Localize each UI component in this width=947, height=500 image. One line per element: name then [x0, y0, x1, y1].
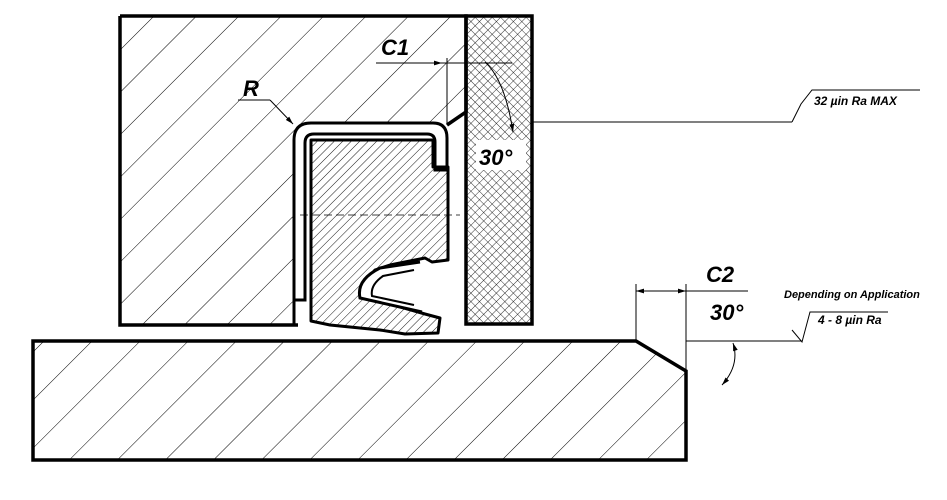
chamfer-c1-label: C1 — [381, 35, 409, 60]
surface-finish-bore-label: 32 µin Ra MAX — [814, 94, 898, 108]
chamfer-c2-label: C2 — [706, 262, 735, 287]
angle-30-label-2: 30° — [710, 300, 743, 325]
surface-finish-shaft-label: 4 - 8 µin Ra — [817, 313, 882, 327]
depending-on-application-note: Depending on Application — [784, 289, 920, 301]
seal — [292, 121, 460, 336]
dimension-lines — [238, 58, 920, 386]
angle-30-label-1: 30° — [479, 145, 512, 170]
shaft — [31, 339, 688, 462]
radius-label: R — [243, 76, 259, 101]
